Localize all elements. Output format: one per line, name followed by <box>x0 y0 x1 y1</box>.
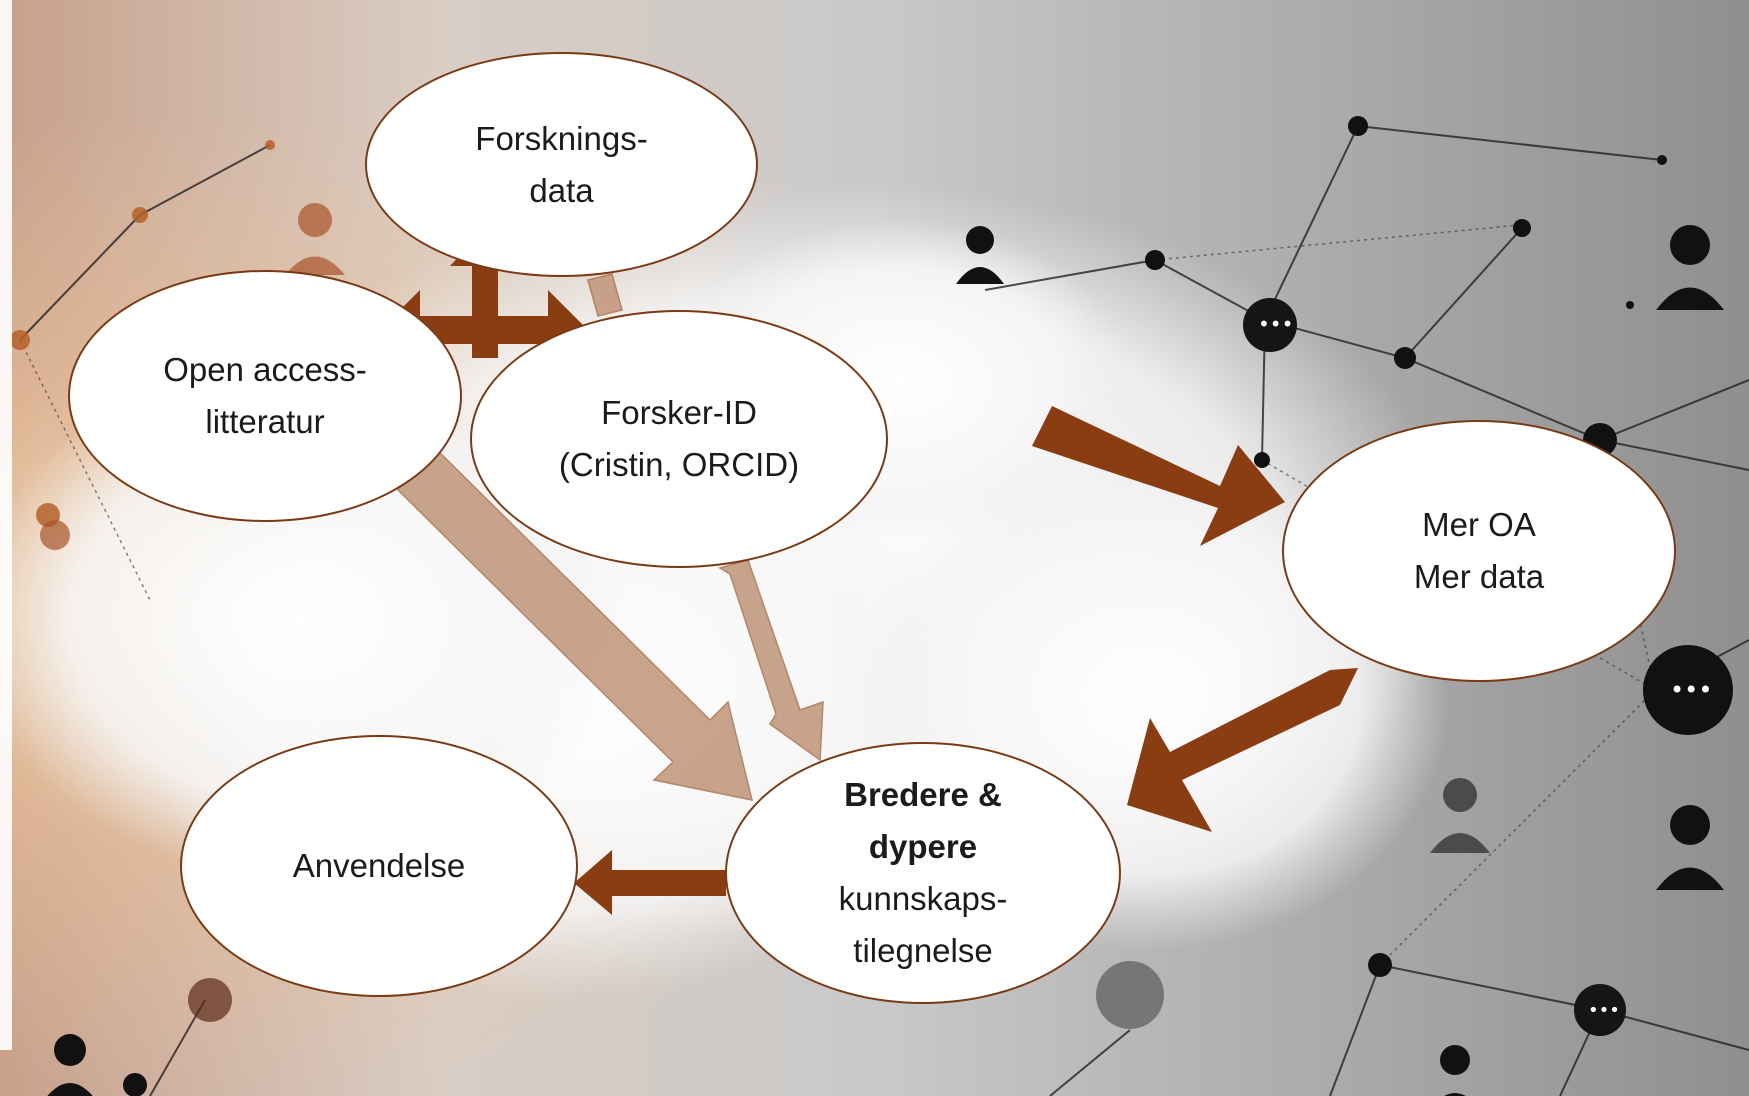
node-kunnskap-line2: dypere <box>868 828 978 865</box>
person-icons <box>47 225 1724 1096</box>
node-forsker-id-line1: Forsker-ID <box>601 394 757 431</box>
svg-text:•••: ••• <box>1670 676 1712 704</box>
node-forskningsdata-line1: Forsknings- <box>475 119 648 157</box>
node-forsker-id: Forsker-ID (Cristin, ORCID) <box>470 310 888 568</box>
svg-text:•••: ••• <box>1258 312 1293 336</box>
node-mer-oa: Mer OA Mer data <box>1282 420 1676 682</box>
node-mer-oa-line1: Mer OA <box>1422 506 1536 543</box>
node-kunnskap-line4: tilegnelse <box>853 932 993 969</box>
node-open-access-line1: Open access- <box>163 351 367 388</box>
node-forskningsdata: Forsknings- data <box>365 52 758 277</box>
node-kunnskap-line1: Bredere & <box>844 776 1002 813</box>
node-open-access: Open access- litteratur <box>68 270 462 522</box>
chat-bubble-icons: ••• ••• ••• <box>188 298 1733 1036</box>
node-open-access-line2: litteratur <box>205 403 325 440</box>
node-forsker-id-line2: (Cristin, ORCID) <box>558 446 800 483</box>
svg-text:•••: ••• <box>1588 1000 1620 1021</box>
node-anvendelse: Anvendelse <box>180 735 578 997</box>
node-kunnskap-line3: kunnskaps- <box>838 880 1008 917</box>
node-kunnskap: Bredere & dypere kunnskaps- tilegnelse <box>725 742 1121 1004</box>
node-forskningsdata-line2: data <box>529 171 594 209</box>
node-mer-oa-line2: Mer data <box>1413 558 1545 595</box>
node-anvendelse-line1: Anvendelse <box>292 847 466 884</box>
